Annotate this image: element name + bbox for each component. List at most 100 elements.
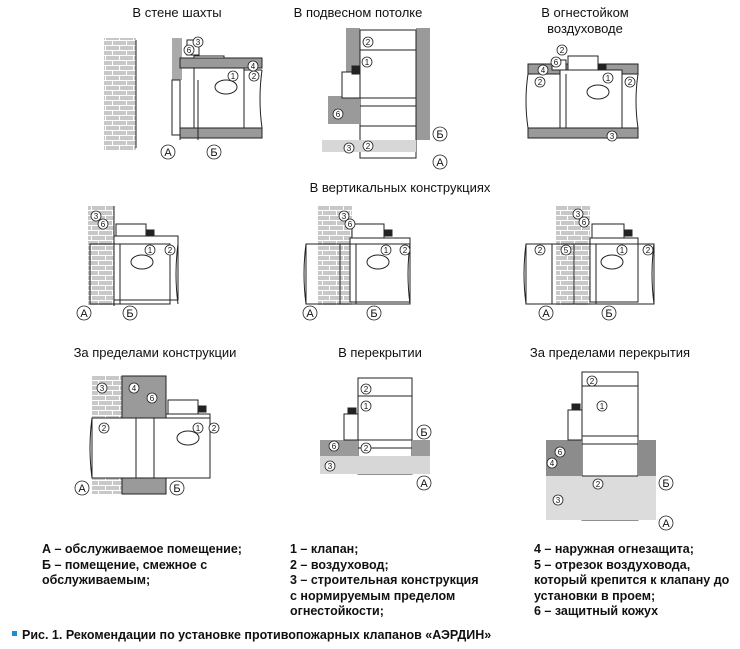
marker-label: А	[78, 483, 86, 495]
marker-label: 5	[564, 246, 569, 255]
legend-col3: 4 – наружная огнезащита; 5 – отрезок воз…	[534, 542, 729, 620]
marker-label: 3	[610, 132, 615, 141]
marker-label: 2	[596, 480, 601, 489]
marker-label: 2	[538, 78, 543, 87]
duct	[359, 29, 417, 159]
marker-circle	[227, 70, 239, 82]
diagram-in-floor	[320, 377, 430, 475]
marker-label: 3	[328, 462, 333, 471]
title-shaft-wall: В стене шахты	[132, 5, 222, 20]
marker-label: 1	[384, 246, 389, 255]
legend-item: огнестойкости;	[290, 604, 384, 618]
title-outside-structure: За пределами конструкции	[73, 345, 237, 360]
marker-label: 3	[342, 212, 347, 221]
marker-circle	[399, 244, 411, 256]
marker-circle	[416, 475, 432, 491]
marker-circle	[601, 305, 617, 321]
external-fire-protection	[179, 57, 263, 69]
marker-label: 3	[556, 496, 561, 505]
legend-col2: 1 – клапан; 2 – воздуховод; 3 – строител…	[290, 542, 479, 620]
marker-circle	[328, 440, 340, 452]
legend-item: установки в проем;	[534, 588, 656, 603]
marker-label: 3	[347, 144, 352, 153]
marker-circle	[658, 475, 674, 491]
marker-circle	[602, 72, 614, 84]
marker-label: Б	[420, 427, 427, 439]
marker-label: 4	[541, 66, 546, 75]
diagram-suspended-ceiling	[322, 28, 430, 159]
marker-circle	[616, 244, 628, 256]
marker-label: 6	[187, 46, 192, 55]
marker-circle	[343, 142, 355, 154]
legend-item: 3 – строительная конструкция	[290, 573, 479, 587]
valve-blade-icon	[600, 254, 624, 270]
marker-label: А	[80, 308, 88, 320]
marker-label: Б	[436, 129, 443, 141]
marker-label: 2	[102, 424, 107, 433]
marker-label: 6	[348, 220, 353, 229]
marker-label: 6	[558, 448, 563, 457]
marker-circle	[169, 480, 185, 496]
marker-circle	[206, 144, 222, 160]
marker-circle	[74, 480, 90, 496]
marker-circle	[360, 400, 372, 412]
diagram-vertical-2	[303, 206, 411, 306]
marker-circle	[360, 442, 372, 454]
valve-blade-icon	[366, 254, 390, 270]
marker-label: 2	[168, 246, 173, 255]
marker-label: 6	[150, 394, 155, 403]
marker-circle	[534, 244, 546, 256]
caption-text: Рис. 1. Рекомендации по установке против…	[22, 628, 492, 642]
marker-label: 6	[554, 58, 559, 67]
marker-label: Б	[605, 308, 612, 320]
marker-label: 4	[251, 62, 256, 71]
marker-label: 2	[538, 246, 543, 255]
marker-circle	[546, 457, 558, 469]
marker-label: 1	[620, 246, 625, 255]
marker-label: 1	[365, 58, 370, 67]
legend-item: 6 – защитный кожух	[534, 604, 659, 618]
marker-label: 6	[101, 220, 106, 229]
diagram-outside-structure	[89, 375, 211, 495]
figure-caption: Рис. 1. Рекомендации по установке против…	[12, 628, 491, 642]
marker-label: А	[306, 308, 314, 320]
marker-circle	[192, 422, 204, 434]
marker-label: 1	[231, 72, 236, 81]
marker-circle	[164, 244, 176, 256]
marker-circle	[98, 422, 110, 434]
marker-circle	[302, 305, 318, 321]
ceiling-slab	[328, 96, 360, 124]
marker-label: 6	[582, 218, 587, 227]
marker-label: 6	[336, 110, 341, 119]
marker-circle	[624, 76, 636, 88]
legend-item: А – обслуживаемое помещение;	[42, 542, 242, 556]
marker-label: 4	[550, 459, 555, 468]
marker-label: 2	[252, 72, 257, 81]
marker-label: 2	[364, 385, 369, 394]
marker-circle	[338, 210, 350, 222]
marker-circle	[552, 494, 564, 506]
marker-circle	[247, 60, 259, 72]
marker-circle	[592, 478, 604, 490]
marker-label: А	[420, 478, 428, 490]
legend-item: 5 – отрезок воздуховода,	[534, 557, 691, 572]
ceiling-wall-right	[416, 28, 430, 140]
marker-circle	[183, 44, 195, 56]
marker-circle	[572, 208, 584, 220]
marker-label: 3	[100, 384, 105, 393]
marker-circle	[596, 400, 608, 412]
marker-label: 1	[196, 424, 201, 433]
marker-label: 2	[590, 377, 595, 386]
marker-label: 1	[364, 402, 369, 411]
marker-label: Б	[662, 478, 669, 490]
marker-circle	[534, 76, 546, 88]
valve-body	[589, 237, 639, 303]
caption-bullet-icon	[12, 631, 17, 637]
marker-label: А	[662, 518, 670, 530]
marker-circle	[97, 218, 109, 230]
shaft-wall-gray	[172, 38, 182, 80]
fire-duct-lower	[527, 127, 639, 139]
marker-label: 2	[646, 246, 651, 255]
marker-label: 4	[132, 384, 137, 393]
